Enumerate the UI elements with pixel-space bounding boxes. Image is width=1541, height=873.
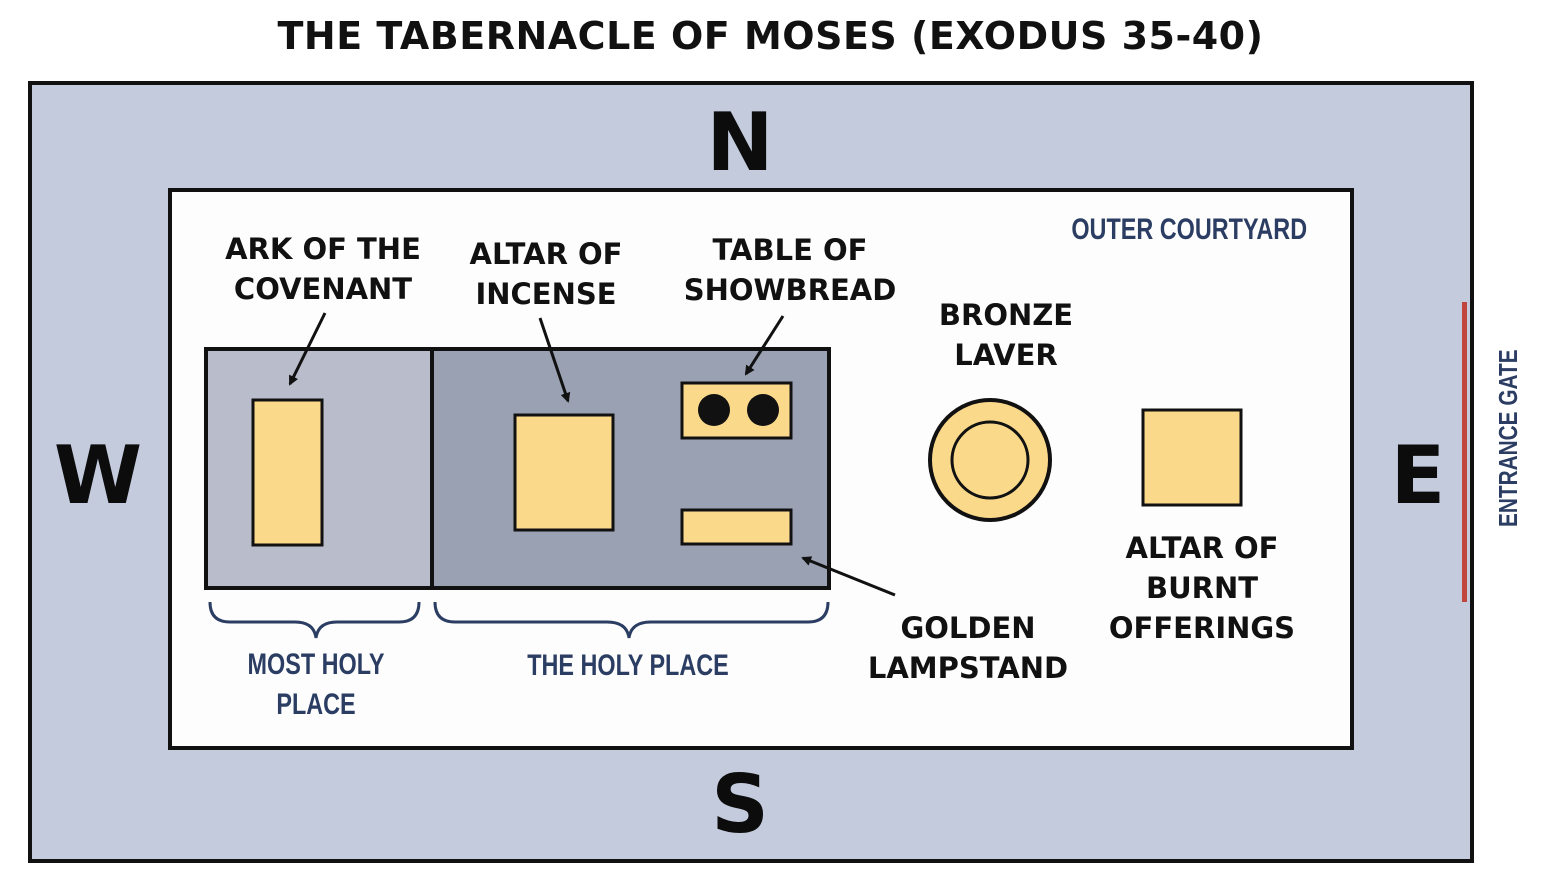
altar-of-burnt-offerings-shape bbox=[1141, 408, 1243, 507]
entrance-gate-bar bbox=[1462, 302, 1467, 602]
lampstand-label-line-1: GOLDEN bbox=[900, 611, 1036, 645]
most-holy-label-line-1: MOST HOLY bbox=[247, 648, 385, 681]
showbread-arrow bbox=[744, 315, 785, 376]
south-label: S bbox=[711, 758, 769, 851]
outer-courtyard-label: OUTER COURTYARD bbox=[1071, 213, 1308, 246]
page-title: THE TABERNACLE OF MOSES (EXODUS 35-40) bbox=[277, 14, 1264, 58]
ark-arrow bbox=[288, 312, 327, 386]
burnt-label-line-2: BURNT bbox=[1145, 571, 1259, 605]
golden-lampstand-label: GOLDEN LAMPSTAND bbox=[848, 608, 1088, 688]
incense-label-line-1: ALTAR OF bbox=[469, 237, 623, 271]
lampstand-arrow bbox=[801, 556, 896, 597]
ark-label-line-2: COVENANT bbox=[233, 272, 413, 306]
laver-label-line-1: BRONZE bbox=[938, 298, 1074, 332]
ark-label-line-1: ARK OF THE bbox=[225, 232, 421, 266]
showbread-label-line-2: SHOWBREAD bbox=[683, 273, 897, 307]
altar-of-incense-label: ALTAR OF INCENSE bbox=[436, 234, 656, 314]
ark-of-covenant-label: ARK OF THE COVENANT bbox=[203, 229, 443, 309]
most-holy-place-label: MOST HOLY PLACE bbox=[222, 645, 409, 725]
east-label: E bbox=[1390, 429, 1446, 522]
holy-place-brace bbox=[433, 601, 830, 639]
bronze-laver-inner bbox=[950, 420, 1030, 500]
holy-place-label: THE HOLY PLACE bbox=[527, 649, 729, 682]
bronze-laver-label: BRONZE LAVER bbox=[896, 295, 1116, 375]
laver-label-line-2: LAVER bbox=[954, 338, 1058, 372]
most-holy-place-brace bbox=[208, 601, 421, 639]
burnt-label-line-1: ALTAR OF bbox=[1125, 531, 1279, 565]
table-of-showbread-label: TABLE OF SHOWBREAD bbox=[665, 230, 915, 310]
altar-of-burnt-offerings-label: ALTAR OF BURNT OFFERINGS bbox=[1082, 528, 1322, 648]
golden-lampstand-shape bbox=[680, 508, 793, 546]
showbread-label-line-1: TABLE OF bbox=[712, 233, 868, 267]
most-holy-label-line-2: PLACE bbox=[276, 688, 356, 721]
showbread-loaf-1 bbox=[698, 394, 730, 426]
showbread-loaf-2 bbox=[747, 394, 779, 426]
ark-of-covenant-shape bbox=[251, 398, 324, 547]
west-label: W bbox=[53, 429, 143, 522]
incense-arrow bbox=[538, 317, 571, 403]
incense-label-line-2: INCENSE bbox=[475, 277, 617, 311]
lampstand-label-line-2: LAMPSTAND bbox=[867, 651, 1069, 685]
burnt-label-line-3: OFFERINGS bbox=[1108, 611, 1296, 645]
altar-of-incense-shape bbox=[513, 413, 615, 532]
north-label: N bbox=[706, 96, 774, 189]
